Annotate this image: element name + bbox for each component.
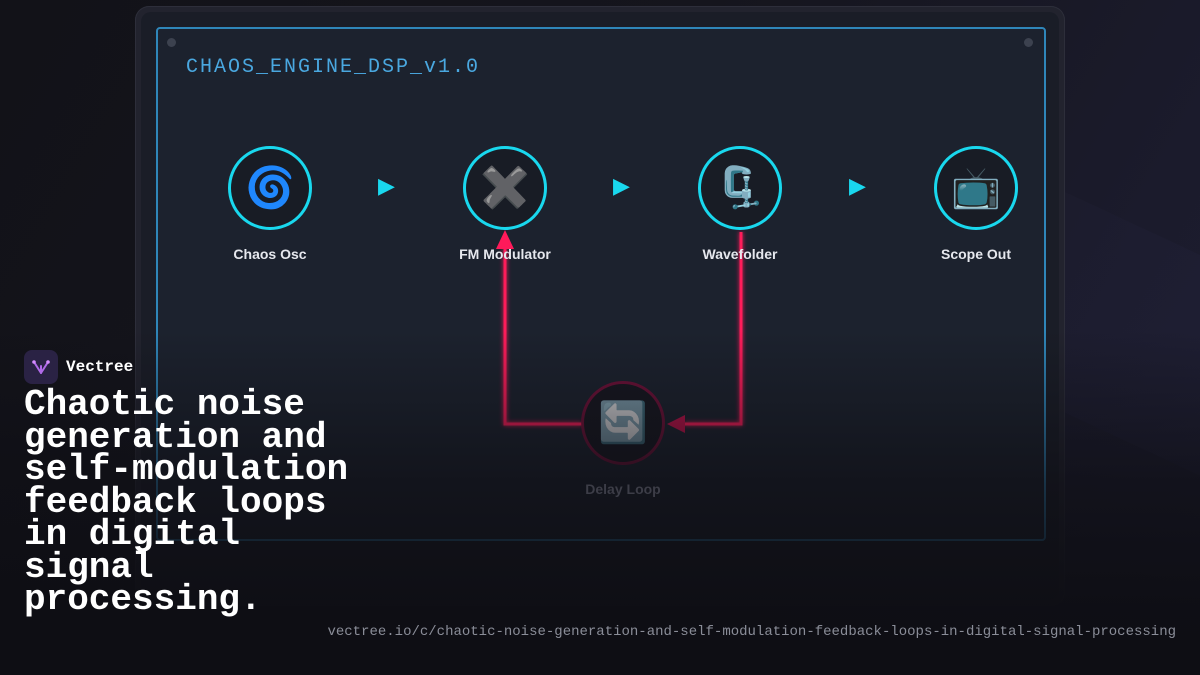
node-label-fm-modulator: FM Modulator [459,246,551,262]
television-icon: 📺 [951,165,1001,211]
vectree-logo-icon [24,350,58,384]
arrowhead-into-fm [496,230,514,249]
panel-title: CHAOS_ENGINE_DSP_v1.0 [186,56,481,79]
source-url[interactable]: vectree.io/c/chaotic-noise-generation-an… [327,624,1176,640]
flow-arrow-icon: ▶ [378,174,395,199]
cyclone-icon: 🌀 [245,165,295,211]
node-label-wavefolder: Wavefolder [702,246,778,262]
brand: Vectree [24,350,133,384]
flow-arrow-icon: ▶ [613,174,630,199]
node-scope-out[interactable]: 📺 [934,146,1018,230]
flow-arrow-icon: ▶ [849,174,866,199]
headline: Chaotic noise generation and self-modula… [24,384,349,620]
node-label-chaos-osc: Chaos Osc [233,246,307,262]
multiply-x-icon: ✖️ [480,165,530,211]
node-label-scope-out: Scope Out [940,246,1011,262]
screw-top-left [167,38,176,47]
node-chaos-osc[interactable]: 🌀 [228,146,312,230]
node-label-delay-loop: Delay Loop [585,481,661,497]
node-wavefolder[interactable]: 🗜️ [698,146,782,230]
bottom-fade-overlay [0,330,1200,675]
screw-top-right [1024,38,1033,47]
brand-name: Vectree [66,358,134,376]
node-fm-modulator[interactable]: ✖️ [463,146,547,230]
clamp-icon: 🗜️ [715,165,765,211]
